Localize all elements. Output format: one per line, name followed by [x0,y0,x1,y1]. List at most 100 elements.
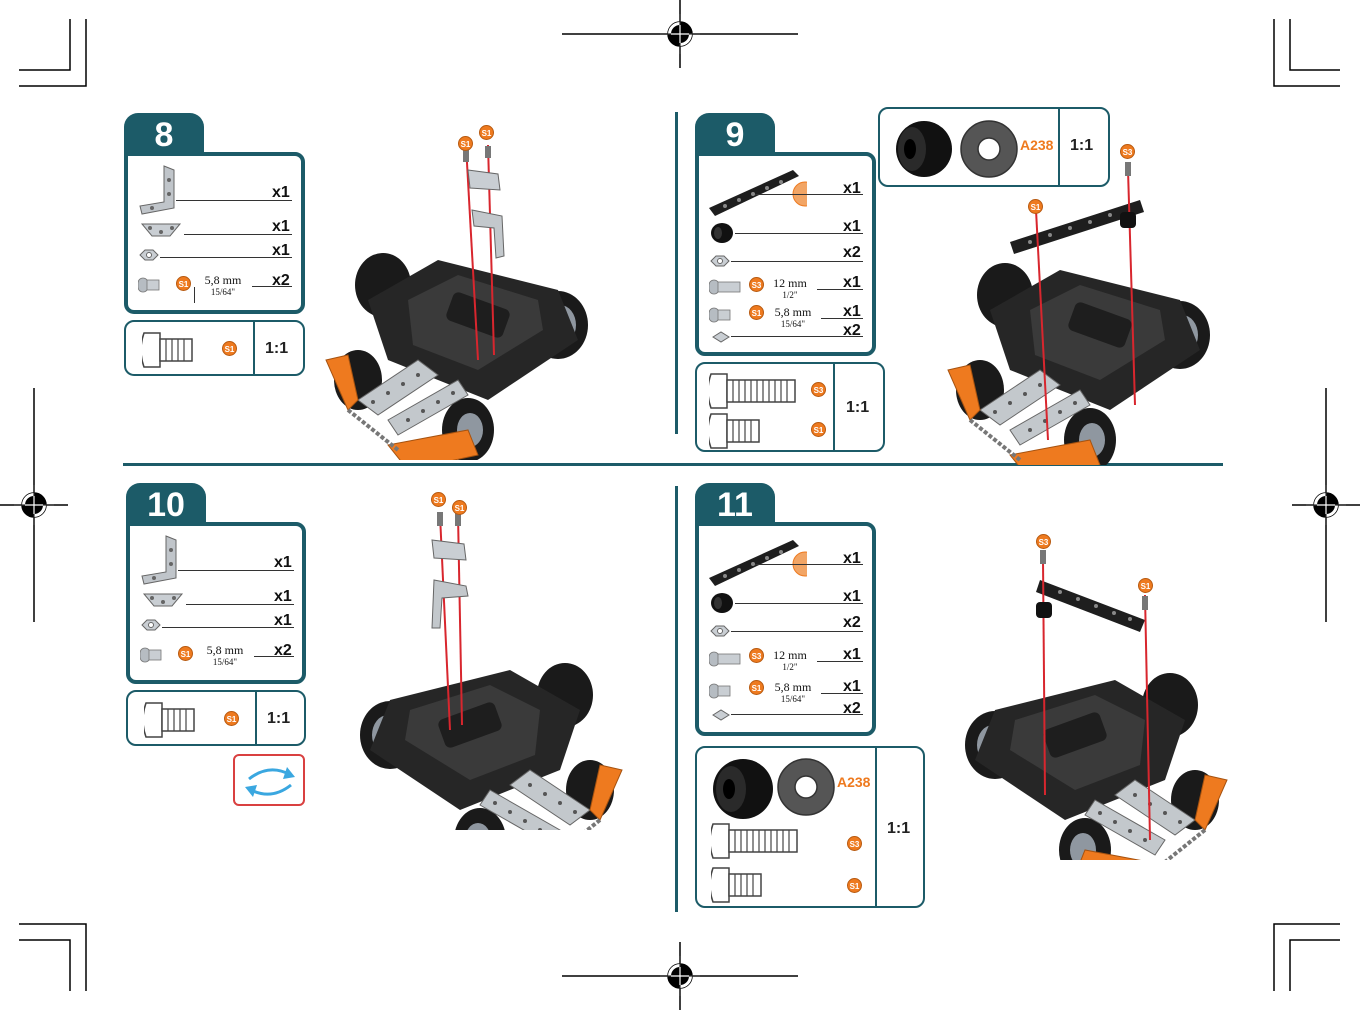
part-qty: x2 [843,322,861,340]
bolt-icon [138,276,162,294]
bolt-icon [711,822,803,862]
nut-icon [140,618,162,632]
registration-mark-top [660,14,700,54]
step-number: 10 [126,483,206,527]
bolt-code-badge: S1 [176,276,191,291]
assembly-illustration [940,150,1230,465]
square-nut-icon [711,330,731,344]
registration-mark-bottom [660,956,700,996]
part-qty: x1 [272,242,290,260]
part-qty: x1 [272,184,290,202]
assembly-illustration [318,130,618,460]
callout-badge: S1 [1138,578,1153,593]
callout-badge: S1 [1028,199,1043,214]
bolt-size: 5,8 mm15/64" [194,274,252,298]
step-number: 11 [695,483,775,527]
callout-badge: S1 [431,492,446,507]
scale-ratio: 1:1 [265,340,288,358]
part-qty: x1 [843,678,861,696]
bolt-code-badge: S1 [749,305,764,320]
part-qty: x1 [274,612,292,630]
bolt-icon [711,866,767,906]
part-qty: x1 [843,550,861,568]
callout-badge: S3 [1036,534,1051,549]
part-qty: x1 [274,554,292,572]
bolt-icon [709,278,743,296]
bolt-code-badge: S1 [178,646,193,661]
part-qty: x1 [843,303,861,321]
step-number: 8 [124,113,204,157]
part-qty: x1 [843,218,861,236]
perforated-strip-icon [707,164,807,216]
bolt-code-badge: S3 [749,277,764,292]
scale-ratio: 1:1 [267,710,290,728]
bolt-code-badge: S1 [224,711,239,726]
bolt-icon [709,412,765,452]
scale-reference: S1 1:1 [126,690,306,746]
bolt-icon [142,331,198,371]
scale-reference: S1 1:1 [124,320,305,376]
angle-bracket-icon [140,534,180,586]
scale-reference: A238 S3 S1 1:1 [695,746,925,908]
callout-badge: S1 [452,500,467,515]
section-divider-vertical-top [675,112,678,434]
spacer-icon [705,756,775,822]
scale-ratio: 1:1 [887,820,910,838]
callout-badge: S1 [458,136,473,151]
rotate-arrows-icon [241,761,299,801]
triangle-plate-icon [138,220,184,240]
triangle-plate-icon [140,590,186,610]
bolt-code-badge: S1 [811,422,826,437]
part-qty: x1 [274,588,292,606]
part-qty: x1 [843,588,861,606]
part-qty: x2 [843,700,861,718]
spacer-icon [709,592,735,614]
step-number: 9 [695,113,775,157]
assembly-illustration [940,540,1235,860]
section-divider-vertical-bottom [675,486,678,912]
part-qty: x2 [274,642,292,660]
part-qty: x1 [843,274,861,292]
square-nut-icon [711,708,731,722]
bolt-code-badge: S1 [847,878,862,893]
rotate-model-hint [233,754,305,806]
angle-bracket-icon [138,164,178,216]
callout-badge: S3 [1120,144,1135,159]
assembly-illustration [340,500,630,830]
bolt-code-badge: S3 [811,382,826,397]
registration-mark-left [14,485,54,525]
part-qty: x1 [843,180,861,198]
bolt-icon [140,646,164,664]
callout-badge: S1 [479,125,494,140]
part-qty: x1 [272,218,290,236]
bolt-icon [709,306,733,324]
bolt-icon [709,650,743,668]
part-qty: x2 [843,244,861,262]
part-qty: x2 [272,272,290,290]
washer-icon [775,756,837,818]
bolt-icon [709,372,801,412]
bolt-code-badge: S3 [847,836,862,851]
scale-reference: S3 S1 1:1 [695,362,885,452]
scale-ratio: 1:1 [846,399,869,417]
part-code: A238 [837,774,870,790]
registration-mark-right [1306,485,1346,525]
part-qty: x1 [843,646,861,664]
nut-icon [709,254,731,268]
spacer-icon [709,222,735,244]
nut-icon [709,624,731,638]
bolt-code-badge: S1 [222,341,237,356]
bolt-code-badge: S3 [749,648,764,663]
bolt-icon [709,682,733,700]
part-qty: x2 [843,614,861,632]
bolt-icon [144,701,200,741]
